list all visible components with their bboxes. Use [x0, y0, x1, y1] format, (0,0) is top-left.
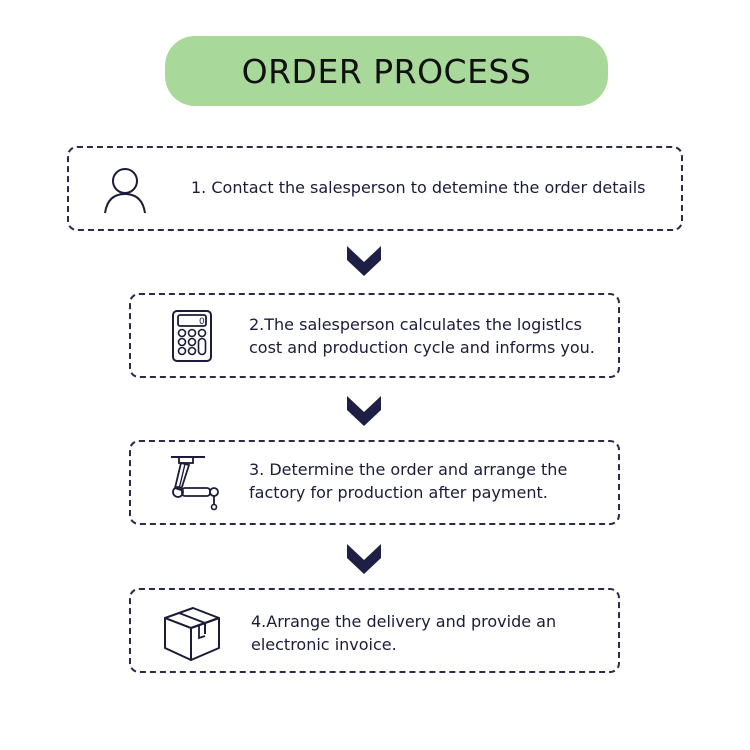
step-4-text: 4.Arrange the delivery and provide an el… [251, 612, 557, 654]
chevron-down-icon [347, 544, 381, 574]
calculator-icon: 0 [172, 310, 212, 362]
title-banner: ORDER PROCESS [165, 36, 608, 106]
step-1-box: 1. Contact the salesperson to detemine t… [67, 146, 683, 231]
step-1-text: 1. Contact the salesperson to detemine t… [191, 178, 646, 197]
step-3-box: 3. Determine the order and arrange the f… [129, 440, 620, 525]
person-icon [104, 168, 146, 214]
chevron-down-icon [347, 246, 381, 276]
robot-arm-icon [171, 456, 219, 511]
step-2-box: 0 2.The salesperson calculates the logis… [129, 293, 620, 378]
step-2-text: 2.The salesperson calculates the logistl… [249, 315, 595, 357]
svg-text:0: 0 [199, 317, 205, 327]
step-3-text: 3. Determine the order and arrange the f… [249, 460, 568, 502]
step-4-box: 4.Arrange the delivery and provide an el… [129, 588, 620, 673]
page-title: ORDER PROCESS [241, 51, 532, 91]
chevron-down-icon [347, 396, 381, 426]
package-box-icon [164, 607, 220, 661]
